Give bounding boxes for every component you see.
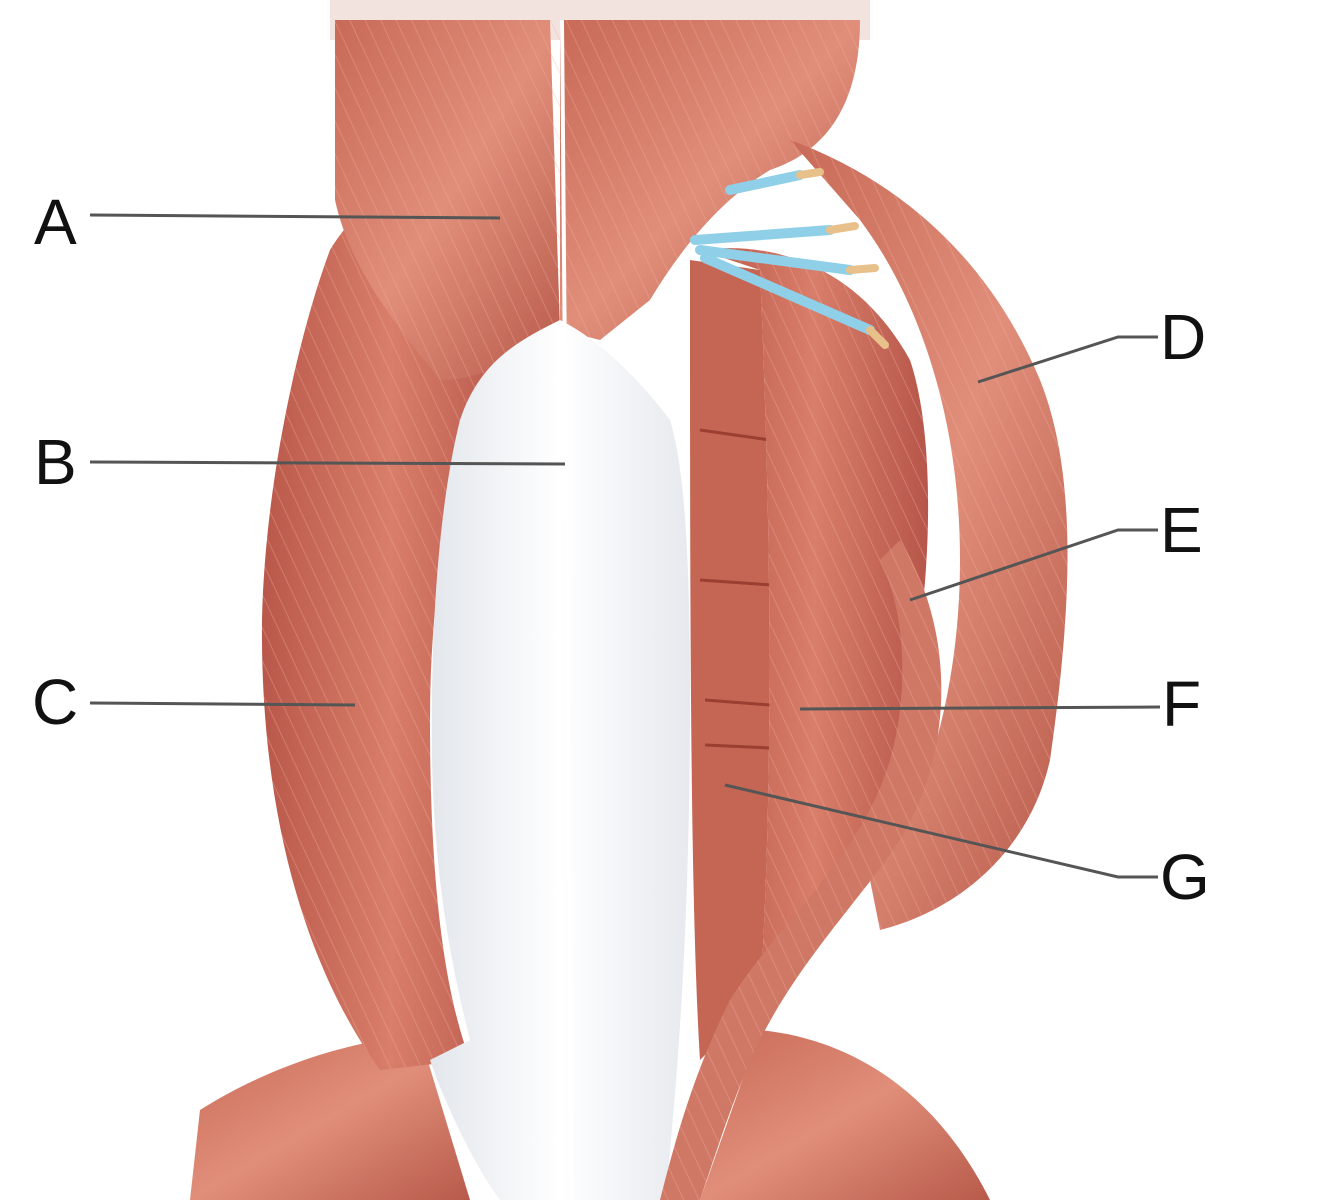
nerves: [690, 170, 875, 335]
leader-line-e: [909, 528, 1158, 602]
leader-line-c: [89, 701, 356, 707]
label-d: D: [1160, 301, 1207, 373]
leader-line-f: [799, 705, 1161, 711]
aponeurosis-b: [430, 320, 690, 1200]
leader-line-b: [89, 460, 566, 466]
leader-line-a: [89, 213, 501, 220]
upper-fibers: [335, 20, 860, 380]
leader-lines: [89, 213, 1161, 879]
muscle-g-column: [690, 260, 770, 1060]
muscle-e-fibers: [660, 540, 942, 1200]
label-c: C: [32, 666, 79, 738]
lower-left-thigh-muscle: [190, 1035, 470, 1200]
segment-lines: [699, 428, 773, 750]
label-g: G: [1160, 841, 1210, 913]
leader-line-d: [977, 335, 1158, 384]
muscle-d-fibers: [790, 140, 1068, 930]
label-b: B: [34, 426, 77, 498]
midline: [560, 19, 574, 1200]
label-e: E: [1160, 494, 1203, 566]
leader-line-g: [724, 783, 1158, 879]
nerve-ends: [796, 168, 889, 349]
label-a: A: [34, 186, 77, 258]
lower-right-thigh-muscle: [700, 1030, 990, 1200]
label-f: F: [1162, 668, 1202, 740]
